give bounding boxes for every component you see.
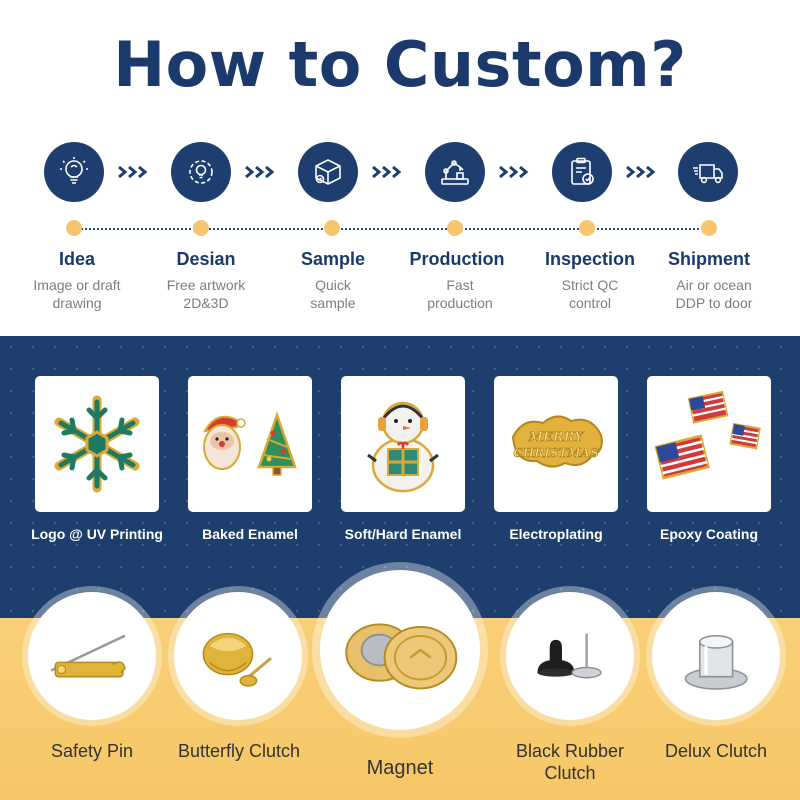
timeline-dot [579,220,595,236]
snowflake-pin-image [54,395,140,493]
timeline-dot [447,220,463,236]
merry-christmas-text: MERRY [528,430,586,445]
backing-label-black-rubber-clutch: Black Rubber Clutch [515,741,625,783]
magnet-image [345,623,458,690]
process-label-baked-enamel: Baked Enamel [202,526,298,542]
chevron-arrows-icon [624,160,658,184]
process-card-soft-hard-enamel [341,376,465,512]
how-to-custom-section: How to Custom? [0,0,800,336]
process-card-epoxy-coating [647,376,771,512]
box-icon [298,142,358,202]
truck-icon [678,142,738,202]
chevron-arrows-icon [116,160,150,184]
backing-disc-safety-pin [28,592,156,720]
process-card-uv-printing [35,376,159,512]
snowman-pin-image [367,401,439,493]
timeline-dot [193,220,209,236]
svg-text:CHRISTMAS: CHRISTMAS [513,446,599,460]
step-name-inspection: Inspection [544,249,635,269]
backing-label-delux-clutch: Delux Clutch [664,741,768,761]
timeline-line [74,228,710,230]
robot-arm-icon [425,142,485,202]
black-rubber-clutch-image [537,633,602,679]
flag-pins-image [654,390,761,480]
backing-disc-black-rubber-clutch [506,592,634,720]
step-desc-design: Free artwork 2D&3D [166,277,246,311]
step-name-shipment: Shipment [667,249,750,269]
chevron-arrows-icon [370,160,404,184]
process-card-electroplating: MERRY CHRISTMAS [494,376,618,512]
backing-disc-delux-clutch [652,592,780,720]
step-desc-shipment: Air or ocean DDP to door [675,277,753,311]
chevron-arrows-icon [497,160,531,184]
step-desc-idea: Image or draft drawing [33,277,121,311]
process-label-soft-hard-enamel: Soft/Hard Enamel [344,526,462,542]
butterfly-clutch-image [202,632,272,687]
timeline-dot [324,220,340,236]
step-name-idea: Idea [58,249,96,269]
timeline-dot [701,220,717,236]
clipboard-check-icon [552,142,612,202]
step-desc-sample: Quick sample [310,277,356,311]
lightbulb-icon [44,142,104,202]
safety-pin-image [50,634,126,678]
page-title: How to Custom? [113,28,687,101]
chevron-arrows-icon [243,160,277,184]
process-label-electroplating: Electroplating [509,526,603,542]
gear-bulb-icon [171,142,231,202]
process-label-epoxy-coating: Epoxy Coating [659,526,758,542]
step-desc-production: Fast production [427,277,493,311]
step-name-sample: Sample [300,249,366,269]
backing-disc-butterfly-clutch [174,592,302,720]
santa-tree-pins-image [203,411,297,476]
step-desc-inspection: Strict QC control [561,277,619,311]
delux-clutch-image [684,634,748,690]
process-card-baked-enamel [188,376,312,512]
backing-label-safety-pin: Safety Pin [50,741,134,761]
step-name-design: Desian [176,249,236,269]
step-name-production: Production [409,249,505,269]
timeline-dot [66,220,82,236]
backing-label-magnet: Magnet [366,757,434,779]
backing-disc-magnet [320,570,480,730]
process-label-uv-printing: Logo @ UV Printing [31,526,163,542]
merry-christmas-pin-image: MERRY CHRISTMAS [511,415,603,468]
backing-label-butterfly-clutch: Butterfly Clutch [177,741,301,761]
